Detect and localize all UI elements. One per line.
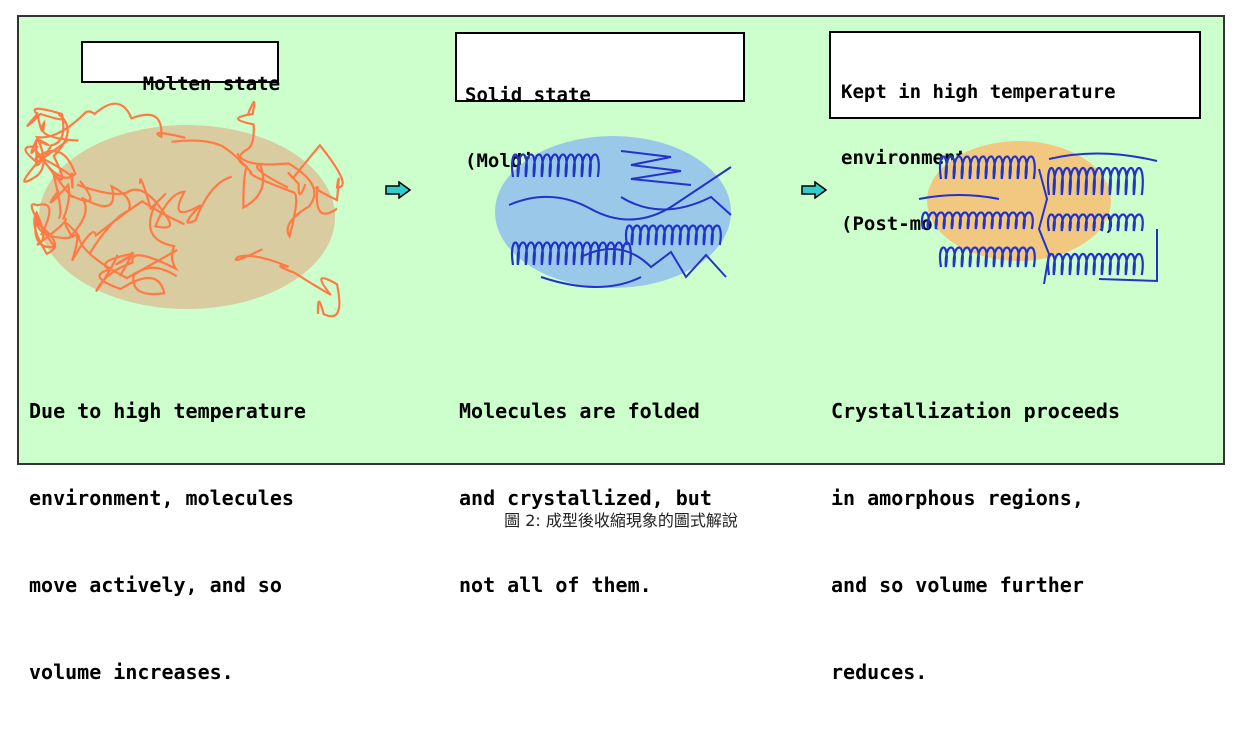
molten-chains [23, 100, 344, 318]
post-molding-illustration [918, 141, 1158, 285]
stage-2-label-line-1: Solid state [465, 84, 591, 106]
stage-3-description-line: reduces. [831, 660, 928, 684]
crystal-coil [938, 155, 1036, 180]
stage-3-label: Kept in high temperature environment (Po… [829, 31, 1201, 235]
amorphous-chain [620, 150, 692, 186]
stage-1-description-line: move actively, and so [29, 573, 282, 597]
stage-3-description: Crystallization proceeds in amorphous re… [831, 339, 1120, 745]
molten-chain [287, 143, 344, 215]
amorphous-chain [1037, 168, 1051, 285]
molten-chain [95, 178, 179, 293]
stage-3-description-line: in amorphous regions, [831, 486, 1084, 510]
molten-chain [98, 251, 178, 296]
stage-1-description-line: Due to high temperature [29, 399, 306, 423]
molten-chain [33, 184, 131, 256]
stage-3-label-line-1: Kept in high temperature [841, 81, 1116, 103]
stage-1-label-line-1: Molten state [142, 73, 281, 95]
molten-chain [76, 175, 233, 229]
stage-3-description-line: and so volume further [831, 573, 1084, 597]
crystal-coil [1046, 253, 1144, 276]
amorphous-chain [1048, 152, 1158, 162]
solid-amorphous-chains [508, 150, 732, 288]
right-arrow-icon [801, 181, 827, 199]
amorphous-chain [620, 195, 732, 216]
stage-1-description-line: environment, molecules [29, 486, 294, 510]
stage-2-label: Solid state (Molding shrinkage) [455, 32, 745, 172]
stage-3-label-line-2: environment [841, 147, 967, 169]
crystal-coil [510, 241, 632, 266]
crystal-coil [624, 224, 722, 246]
figure-caption: 圖 2: 成型後收縮現象的圖式解說 [504, 511, 738, 530]
stage-2-description-line: and crystallized, but [459, 486, 712, 510]
crystal-coil [920, 211, 1034, 230]
solid-blob [495, 136, 731, 288]
molten-chain [234, 248, 341, 318]
post-crystal-coils [920, 155, 1144, 276]
stage-3-description-line: Crystallization proceeds [831, 399, 1120, 423]
molten-chain [171, 139, 316, 240]
molten-chain [24, 137, 74, 189]
amorphous-chain [580, 248, 727, 279]
crystal-coil [1046, 166, 1144, 196]
diagram-panel: Molten state Solid state (Molding shrink… [17, 15, 1225, 684]
amorphous-chain [918, 194, 1000, 200]
molten-chain [236, 100, 289, 210]
crystal-coil [510, 153, 600, 178]
stage-2-description: Molecules are folded and crystallized, b… [459, 339, 712, 658]
post-amorphous-chains [918, 152, 1158, 285]
stage-1-description-line: volume increases. [29, 660, 234, 684]
stage-2-description-line: not all of them. [459, 573, 652, 597]
stage-1-label: Molten state [81, 41, 280, 95]
molten-chain [64, 199, 185, 280]
molten-chain [23, 102, 186, 183]
amorphous-chain [540, 276, 642, 288]
amorphous-chain [508, 166, 732, 221]
amorphous-chain [1098, 229, 1158, 283]
molten-chain [33, 107, 92, 203]
stage-2-description-line: Molecules are folded [459, 399, 700, 423]
solid-crystal-coils [510, 153, 722, 266]
solid-state-illustration [495, 136, 732, 288]
crystal-coil [1046, 213, 1144, 232]
stage-1-description: Due to high temperature environment, mol… [29, 339, 306, 745]
crystal-coil [938, 246, 1036, 268]
molten-illustration [23, 100, 344, 318]
right-arrow-icon [385, 181, 411, 199]
